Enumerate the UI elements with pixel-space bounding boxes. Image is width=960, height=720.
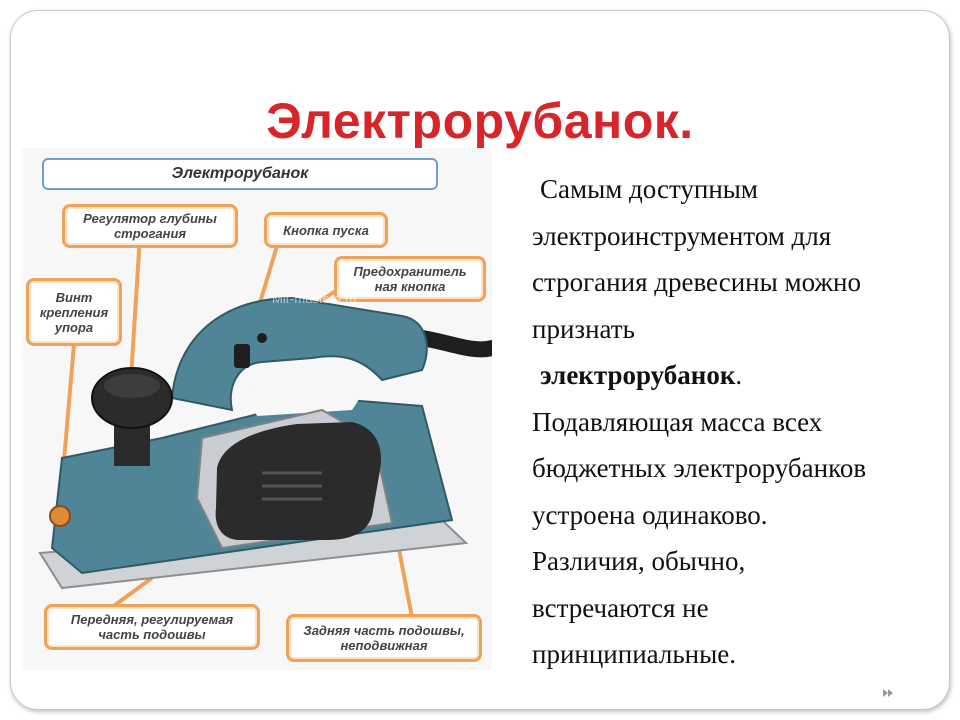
callout-depth-regulator: Регулятор глубины строгания	[62, 204, 238, 248]
callout-start-button: Кнопка пуска	[264, 212, 388, 248]
handle-opening	[247, 373, 372, 416]
callout-front-sole: Передняя, регулируемая часть подошвы	[44, 604, 260, 650]
belt-cover	[215, 422, 382, 540]
callout-stop-screw: Винт крепления упора	[26, 278, 122, 346]
diagram-header: Электрорубанок	[42, 158, 438, 190]
body-line: встречаются не	[532, 592, 709, 623]
next-slide-icon[interactable]	[880, 685, 896, 701]
watermark: Mir-mastera.ru	[272, 291, 357, 306]
stop-screw	[49, 505, 71, 527]
pointer-depth	[128, 235, 142, 394]
body-line: признать	[532, 313, 635, 344]
vent-slots	[262, 471, 322, 501]
body-text: Самым доступным электроинструментом для …	[532, 166, 942, 678]
body-line: строгания древесины можно	[532, 267, 861, 297]
planer-diagram: Электрорубанок Регулятор глубины строган…	[22, 148, 492, 670]
body-line: принципиальные.	[532, 639, 736, 669]
body-line: устроена одинаково.	[532, 499, 768, 530]
body-line: Самым доступным	[540, 174, 759, 204]
slide-title: Электрорубанок.	[266, 93, 694, 149]
start-trigger	[234, 344, 250, 368]
body-line-emphasis: электрорубанок.	[540, 360, 743, 390]
safety-button	[257, 333, 267, 343]
body-line: электроинструментом для	[532, 220, 832, 251]
knob-stem	[114, 426, 150, 466]
emphasis-term: электрорубанок	[540, 360, 736, 390]
body-line: бюджетных электрорубанков	[532, 453, 867, 483]
planer-illustration	[38, 235, 492, 629]
body-line: Подавляющая масса всех	[532, 406, 823, 437]
power-cord	[414, 330, 492, 358]
body-line: Различия, обычно,	[532, 546, 746, 576]
callout-safety-button: Предохранитель ная кнопка	[334, 256, 486, 302]
callout-rear-sole: Задняя часть подошвы, неподвижная	[286, 614, 482, 662]
